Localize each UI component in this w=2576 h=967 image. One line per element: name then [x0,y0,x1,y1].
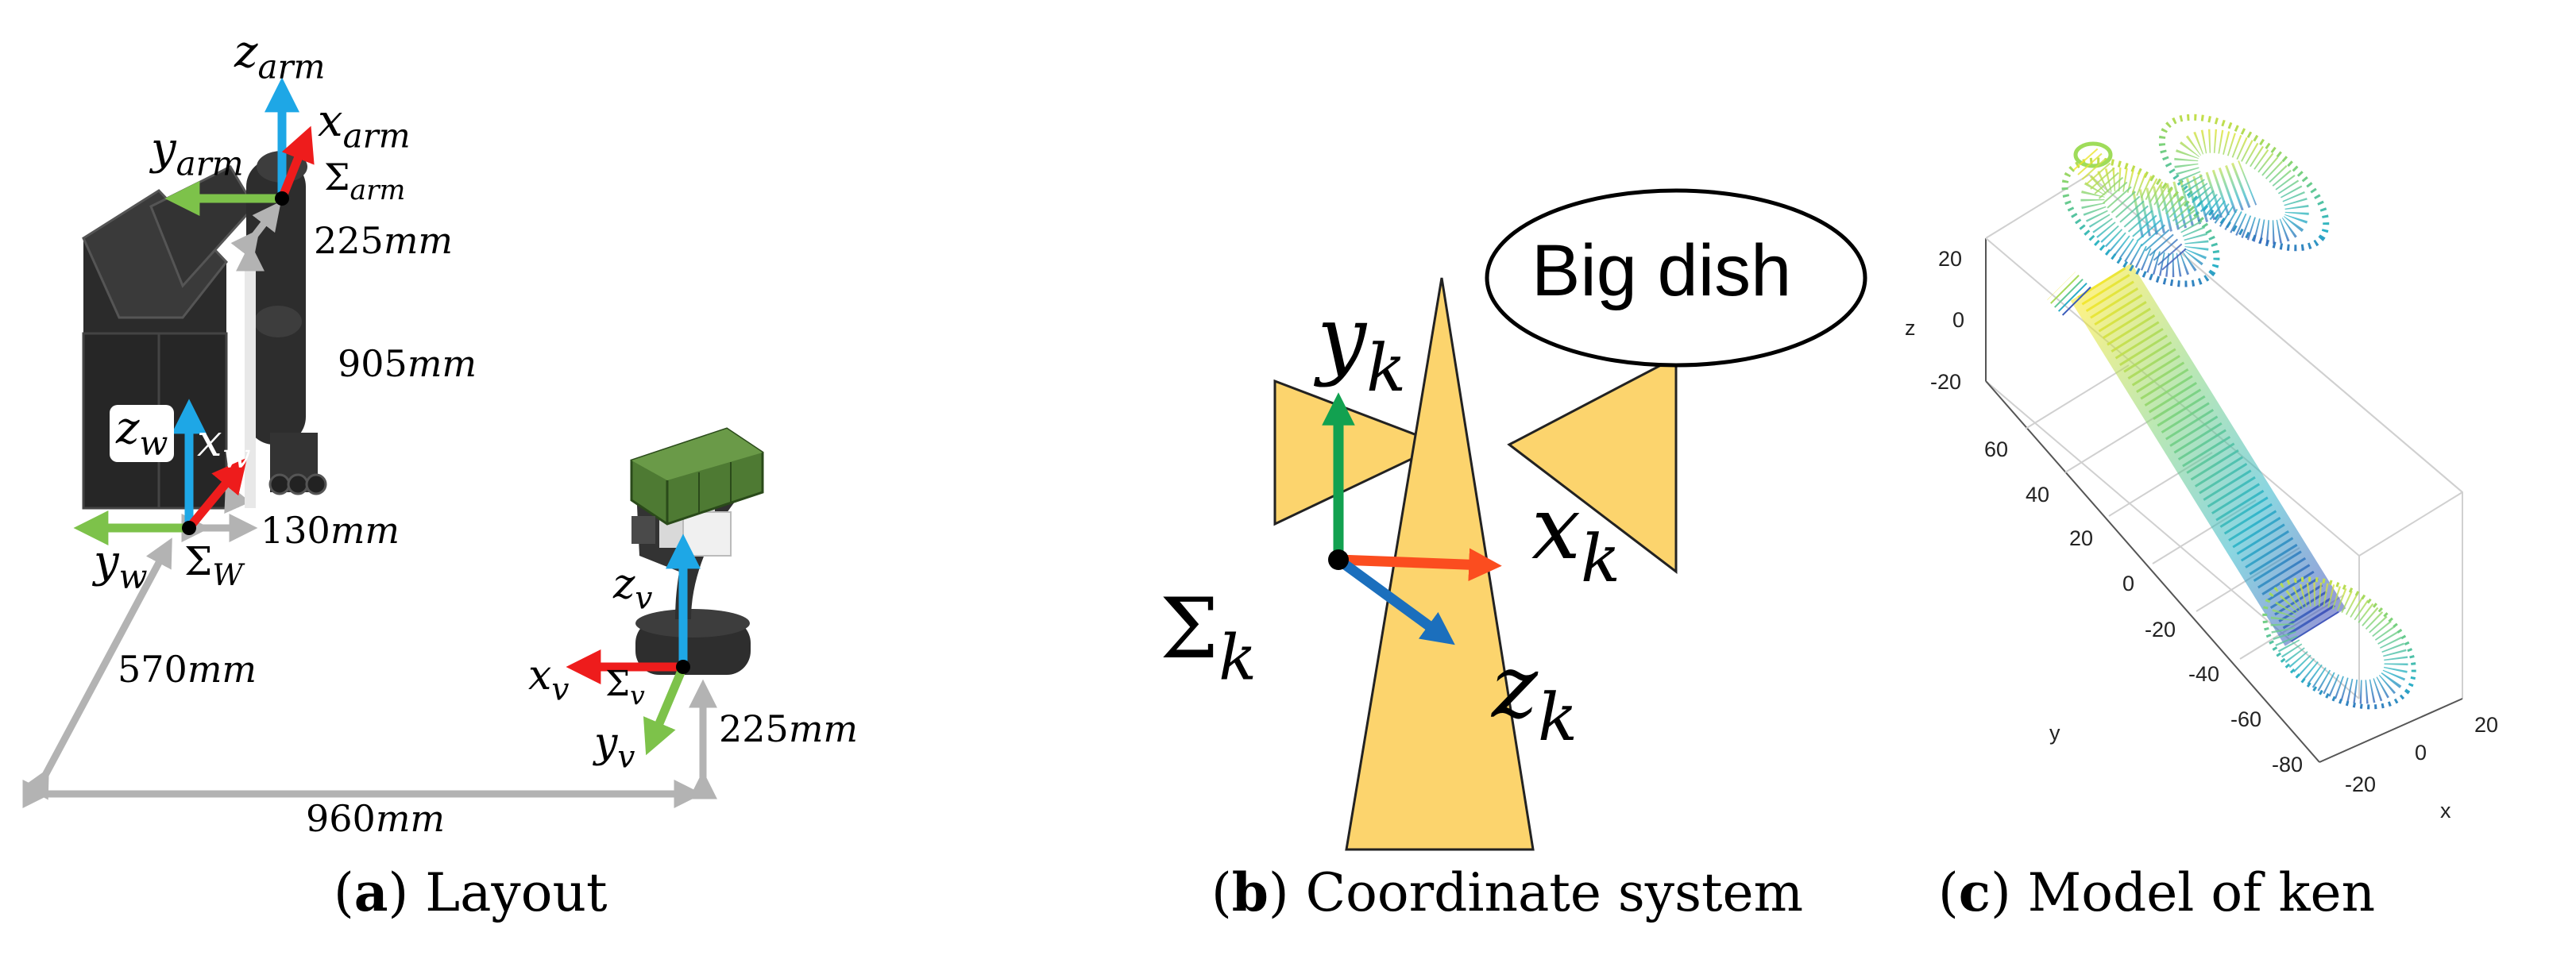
k-frame-axes [1322,392,1502,645]
ken-model [2047,114,2416,710]
coordinate-drawing [1273,188,1867,851]
label-sigma-arm: Σarm [324,156,406,207]
label-z-w: zw [110,405,175,462]
frame-v-axes [566,534,701,756]
vision-robot [630,427,764,675]
ken-3d-plot [1985,114,2463,763]
panel-b-coordinate-system: Big dish yk xk zk Σk (b) Coordinate syst… [1112,0,1875,967]
dimension-label: 905mm [338,342,477,385]
label-z-v: zv [613,561,653,617]
y-tick: 0 [2122,572,2135,595]
x-axis-label: x [2440,799,2451,823]
caption-a: (a) Layout [334,861,608,923]
caption-c: (c) Model of ken [1938,861,2376,923]
dimension-lines [22,201,717,808]
y-axis-label: y [2049,721,2060,745]
z-tick: 20 [1938,247,1963,271]
y-tick: -80 [2272,753,2304,776]
y-tick: 20 [2069,526,2094,550]
label-y-k: yk [1317,287,1407,406]
label-x-k: xk [1531,477,1621,597]
frame-w-axes [73,399,248,545]
dimension-label: 570mm [118,648,257,691]
x-tick: -20 [2345,772,2377,796]
y-tick: -40 [2188,662,2220,686]
panel-a-layout: zarm xarm yarm Σarm zw xw yw ΣW zv xv Σv… [0,0,953,967]
dimension-label: 225mm [314,219,454,262]
x-tick: 20 [2474,713,2499,737]
label-z-arm: zarm [234,26,326,87]
z-tick: 0 [1952,308,1965,332]
label-y-v: yv [594,719,635,776]
speech-bubble [1485,188,1867,368]
label-sigma-v: Σv [605,664,645,711]
y-tick: -20 [2145,618,2176,641]
dimension-label: 225mm [719,707,859,750]
label-sigma-w: ΣW [184,538,243,593]
caption-b: (b) Coordinate system [1211,861,1804,923]
z-axis-label: z [1905,316,1916,340]
frame-arm-axes [164,77,315,216]
label-x-v: xv [528,652,570,708]
y-tick: 40 [2026,483,2050,507]
label-x-arm: xarm [318,95,411,156]
label-x-w: xw [197,415,251,476]
label-y-w: yw [94,536,148,596]
label-sigma-k: Σk [1160,580,1257,695]
dimension-label: 130mm [261,509,400,552]
y-tick: -60 [2230,707,2262,731]
y-tick: 60 [1984,437,2009,461]
panel-c-model-of-ken: 20 0 -20 z 60 40 20 0 -20 -40 -60 -80 y … [1875,0,2576,967]
bubble-text: Big dish [1531,230,1792,311]
dimension-label: 960mm [306,797,446,840]
z-tick: -20 [1930,370,1962,394]
label-z-k: zk [1492,636,1578,756]
label-y-arm: yarm [151,123,244,183]
x-tick: 0 [2415,741,2427,765]
